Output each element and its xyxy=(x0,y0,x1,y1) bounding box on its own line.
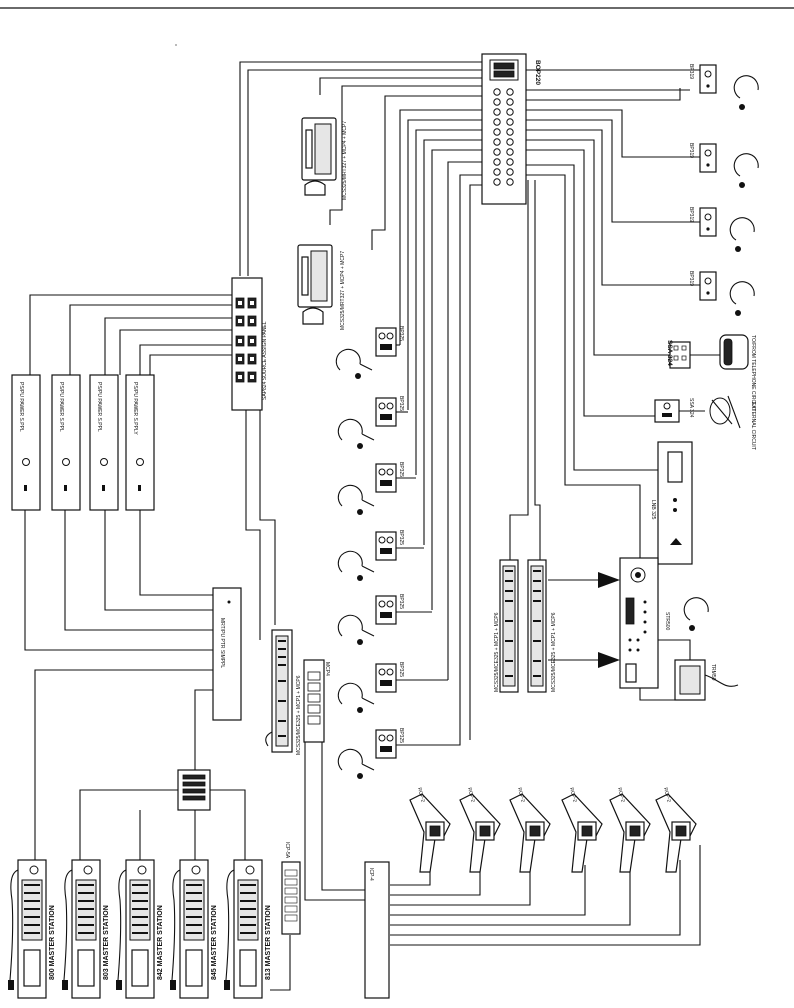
bp319-1-label: BP319 xyxy=(688,64,694,79)
rcp-3-label: RCP-2 xyxy=(516,787,526,803)
mcs-left-station: MCS325/MCE325 + MCP1 + MCP6 xyxy=(265,629,302,755)
master-station-842: 842 MASTER STATION xyxy=(116,859,164,999)
psu-2-label: PS/PU PAWER S.PPL xyxy=(58,382,64,432)
bop220-breakout-panel: BOP220 xyxy=(481,53,541,205)
extension-panel: ICP-5A xyxy=(281,842,301,935)
rcp-2-label: RCP-2 xyxy=(466,787,476,803)
bp325-4: BP325 xyxy=(337,530,404,581)
trm-label: TRM50 xyxy=(710,664,716,681)
lnb-label: LNB 325 xyxy=(650,500,656,520)
rcp-5-label: RCP-2 xyxy=(616,787,626,803)
bp319-4-label: BP319 xyxy=(688,271,694,286)
station-842-label: 842 MASTER STATION xyxy=(157,905,164,980)
power-supply-3: PS/PU PAWER S.PPL xyxy=(89,374,119,511)
bp319-3-label: BP319 xyxy=(688,207,694,222)
station-813-label: 813 MASTER STATION xyxy=(265,905,272,980)
mcs-mid-b-label: MCS325/MCE325 + MCP1 + MCP6 xyxy=(551,612,557,692)
ssa2-label: SSA 324 xyxy=(688,398,694,418)
power-supply-2: PS/PU PAWER S.PPL xyxy=(51,374,81,511)
mcs-top1-label: MCS325/MRT327 + MCP4 + MCP7 xyxy=(342,121,348,200)
lnb325: LNB 325 xyxy=(650,441,693,565)
mcs-station-top-2: MCS325/MRT327 + MCP4 + MCP7 xyxy=(297,244,346,330)
bp319-3: BP319 xyxy=(688,207,755,252)
bp325-6-label: BP325 xyxy=(398,662,404,677)
mcs-left-label: MCS325/MCE325 + MCP1 + MCP6 xyxy=(296,675,302,755)
bop-label: BOP220 xyxy=(534,60,541,85)
bottom-hub: ICP-4 xyxy=(364,861,390,999)
mcs-mid-a-label: MCS325/MCE325 + MCP1 + MCP6 xyxy=(494,612,500,692)
ssa-label: SSA 324 xyxy=(666,340,673,366)
mcp4-panel: MCP4 xyxy=(303,659,330,743)
mcs-mid-a: MCS325/MCE325 + MCP1 + MCP6 xyxy=(494,559,519,693)
mcs-station-top-1: MCS325/MRT327 + MCP4 + MCP7 xyxy=(301,117,348,200)
rcp-6: RCP-2 xyxy=(655,787,697,873)
master-station-845: 845 MASTER STATION xyxy=(170,859,218,999)
ssa324-external-interface: SSA 324 EXTERNAL CIRCUIT xyxy=(654,395,756,450)
rcp-4: RCP-2 xyxy=(561,787,603,873)
source-panel-label: SAP824 SOURCE ASSIGN PANEL xyxy=(262,321,268,400)
bp319-2-label: BP319 xyxy=(688,143,694,158)
station-800-label: 800 MASTER STATION xyxy=(49,905,56,980)
station-845-label: 845 MASTER STATION xyxy=(211,905,218,980)
mcs-mid-b: MCS325/MCE325 + MCP1 + MCP6 xyxy=(527,559,557,693)
trm50: TRM50 xyxy=(674,597,716,701)
rcp-3: RCP-2 xyxy=(509,787,551,873)
ext-unit-label: ICP-5A xyxy=(284,842,290,859)
bp325-7: BP325 xyxy=(337,728,404,779)
mcp4-label: MCP4 xyxy=(324,662,330,676)
bp325-5: BP325 xyxy=(337,594,404,645)
str-label: STR500 xyxy=(664,612,670,631)
mcs-top2-label: MCS325/MRT327 + MCP4 + MCP7 xyxy=(340,251,346,330)
master-station-800: 800 MASTER STATION xyxy=(8,859,56,999)
distrib-label: MRT/PU PTR SIMPPL xyxy=(219,618,225,668)
rcp-5: RCP-2 xyxy=(609,787,651,873)
psu-4-label: PS/PU PAWER S.PPLY xyxy=(132,382,138,435)
rcp-4-label: RCP-2 xyxy=(568,787,578,803)
rcp-6-label: RCP-2 xyxy=(662,787,672,803)
tel-circuit-label: TO/FROM TELEPHONE CIRCUIT xyxy=(750,335,756,411)
ssa324-telephone-interface: SSA 324 TO/FROM TELEPHONE CIRCUIT xyxy=(666,334,756,411)
master-station-803: 803 MASTER STATION xyxy=(62,859,110,999)
bp325-3-label: BP325 xyxy=(398,462,404,477)
station-803-label: 803 MASTER STATION xyxy=(103,905,110,980)
bp325-2-label: BP325 xyxy=(398,396,404,411)
psu-3-label: PS/PU PAWER S.PPL xyxy=(96,382,102,432)
psu-1-label: PS/PU PAWER S.PPL xyxy=(18,382,24,432)
ext-circuit-label: EXTERNAL CIRCUIT xyxy=(750,402,756,450)
bottom-hub-label: ICP-4 xyxy=(368,868,374,881)
bp325-1: BP325 xyxy=(335,326,404,379)
bp325-6: BP325 xyxy=(337,662,404,713)
rcp-1: RCP-2 xyxy=(409,787,451,873)
bp319-4: BP319 xyxy=(688,271,755,316)
bp325-7-label: BP325 xyxy=(398,728,404,743)
bp325-5-label: BP325 xyxy=(398,594,404,609)
master-station-813: 813 MASTER STATION xyxy=(224,859,272,999)
wiring xyxy=(24,61,739,991)
rcp-2: RCP-2 xyxy=(459,787,501,873)
rcp-1-label: RCP-2 xyxy=(416,787,426,803)
bp325-3: BP325 xyxy=(337,462,404,515)
station-hub xyxy=(177,769,211,811)
bp319-1: BP319 xyxy=(688,64,759,110)
bp319-2: BP319 xyxy=(688,143,759,188)
power-supply-4: PS/PU PAWER S.PPLY xyxy=(125,374,155,511)
bp325-1-label: BP325 xyxy=(398,326,404,341)
bp325-4-label: BP325 xyxy=(398,530,404,545)
str500: STR500 xyxy=(619,557,670,689)
power-supply-1: PS/PU PAWER S.PPL xyxy=(11,374,41,511)
bp325-2: BP325 xyxy=(337,396,404,449)
distribution-box: MRT/PU PTR SIMPPL xyxy=(212,587,242,721)
source-assign-panel: SAP824 SOURCE ASSIGN PANEL xyxy=(231,277,268,411)
